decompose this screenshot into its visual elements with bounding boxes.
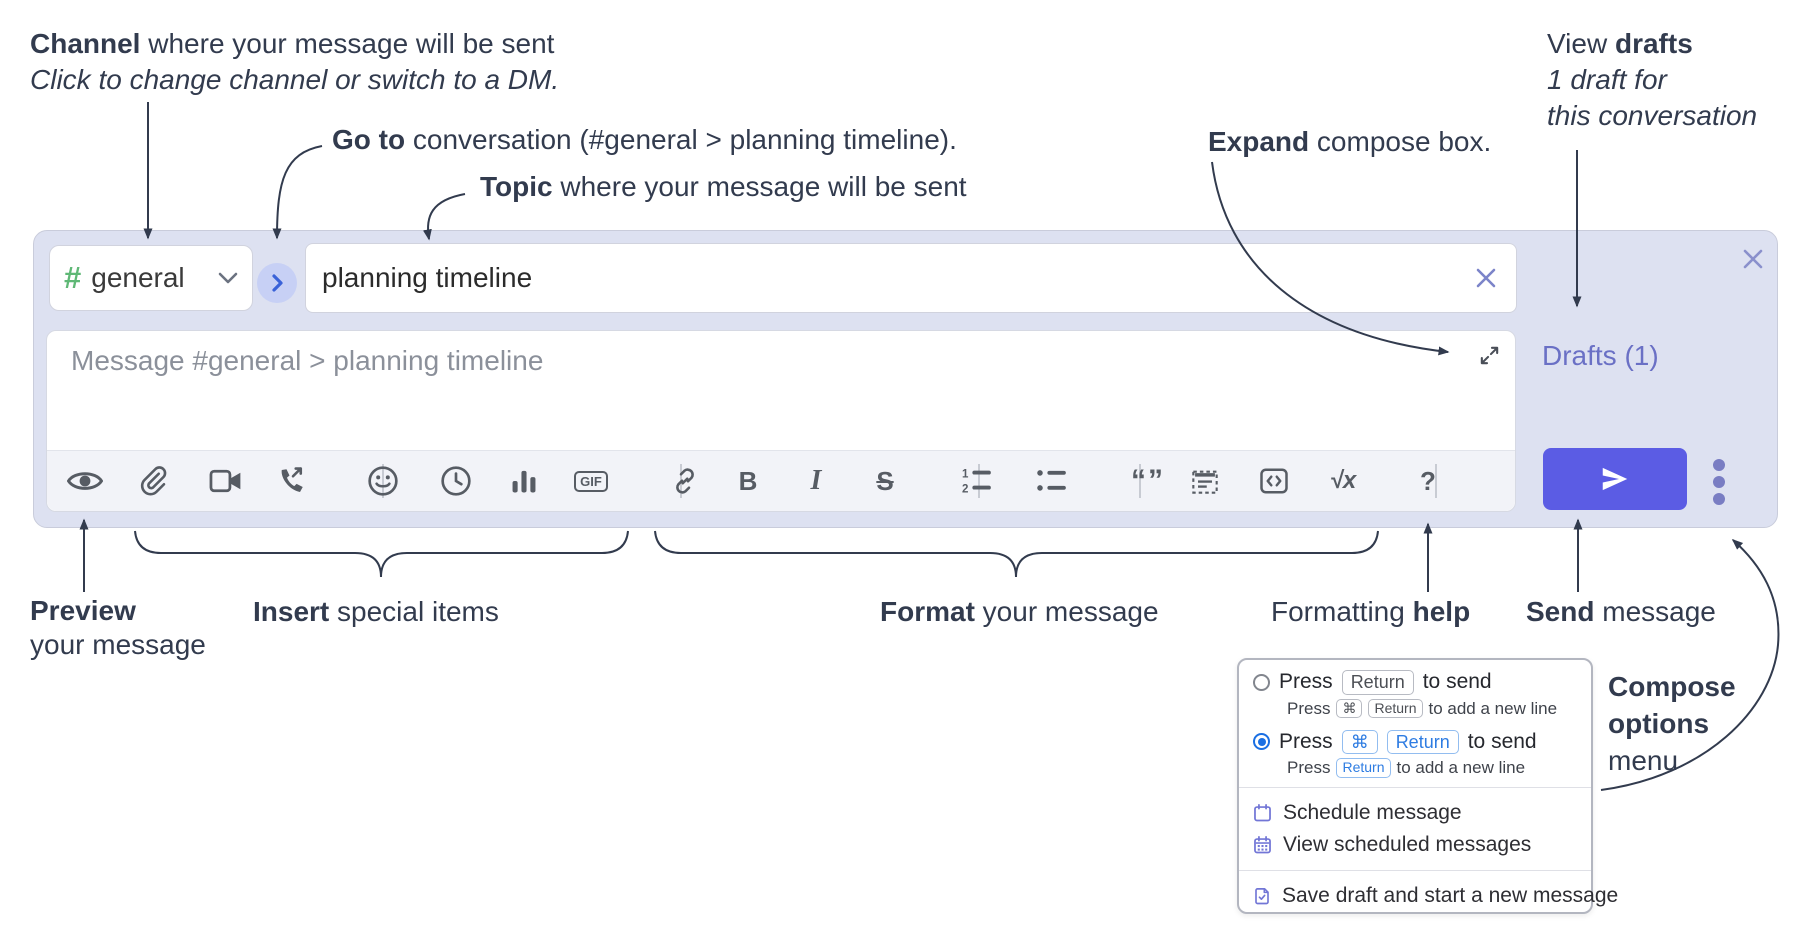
- draft-document-icon: [1253, 886, 1271, 906]
- channel-name: general: [91, 262, 185, 293]
- start-video-call-icon[interactable]: [208, 463, 244, 499]
- toolbar-divider: [978, 464, 980, 498]
- expand-compose-icon[interactable]: [1478, 344, 1501, 372]
- close-icon: [1743, 249, 1763, 269]
- link-icon[interactable]: [667, 463, 703, 499]
- drafts-link[interactable]: Drafts (1): [1542, 340, 1659, 371]
- annotation-preview: Preview your message: [30, 595, 206, 660]
- channel-selector[interactable]: # general: [49, 245, 253, 311]
- close-icon: [1476, 268, 1496, 288]
- annotation-formatting-help: Formatting help: [1271, 596, 1471, 627]
- popup-divider: [1239, 787, 1591, 788]
- annotation-compose-options: Compose options menu: [1608, 671, 1736, 776]
- close-compose-button[interactable]: [1738, 244, 1768, 279]
- save-draft-item[interactable]: Save draft and start a new message: [1253, 880, 1618, 912]
- message-placeholder: Message #general > planning timeline: [71, 345, 544, 376]
- compose-send-options-popup: Press Return to send Press ⌘ Return to a…: [1237, 658, 1618, 914]
- preview-icon[interactable]: [67, 463, 103, 499]
- add-poll-icon[interactable]: [506, 463, 542, 499]
- chevron-right-icon: [272, 274, 283, 292]
- spoiler-icon[interactable]: [1187, 463, 1223, 499]
- strikethrough-icon[interactable]: S: [876, 465, 894, 496]
- message-compose-area[interactable]: Message #general > planning timeline: [46, 330, 1516, 512]
- add-global-time-icon[interactable]: [438, 463, 474, 499]
- svg-text:2: 2: [962, 484, 968, 495]
- start-voice-call-icon[interactable]: [273, 463, 309, 499]
- view-scheduled-messages-item[interactable]: View scheduled messages: [1253, 829, 1577, 861]
- bulleted-list-icon[interactable]: [1034, 463, 1070, 499]
- annotation-goto: Go to conversation (#general > planning …: [332, 124, 957, 155]
- quote-icon[interactable]: “”: [1131, 464, 1165, 497]
- toolbar-divider: [1435, 464, 1437, 498]
- toolbar-divider: [1139, 464, 1141, 498]
- annotation-insert: Insert special items: [253, 596, 499, 627]
- add-emoji-icon[interactable]: [365, 463, 401, 499]
- annotation-channel: Channel where your message will be sent …: [30, 28, 560, 95]
- clear-topic-button[interactable]: [1472, 264, 1500, 292]
- annotation-topic: Topic where your message will be sent: [480, 171, 967, 202]
- italic-icon[interactable]: I: [810, 465, 822, 496]
- popup-divider: [1239, 870, 1591, 871]
- topic-value: planning timeline: [322, 262, 533, 293]
- enter-sends-option[interactable]: Press Return to send: [1253, 670, 1577, 695]
- radio-unchecked-icon[interactable]: [1253, 673, 1270, 691]
- formatting-help-icon[interactable]: ?: [1420, 465, 1436, 496]
- compose-options-menu-button[interactable]: [1713, 459, 1725, 505]
- svg-text:1: 1: [962, 469, 969, 481]
- annotation-format: Format your message: [880, 596, 1159, 627]
- annotation-send: Send message: [1526, 596, 1716, 627]
- go-to-conversation-button[interactable]: [257, 263, 297, 303]
- topic-input[interactable]: planning timeline: [305, 243, 1517, 313]
- cmd-enter-sends-option[interactable]: Press ⌘ Return to send: [1253, 729, 1577, 754]
- attach-file-icon[interactable]: [136, 463, 172, 499]
- math-icon[interactable]: √x: [1329, 467, 1357, 494]
- schedule-message-item[interactable]: Schedule message: [1253, 797, 1577, 829]
- send-button[interactable]: [1543, 448, 1687, 510]
- calendar-icon: [1253, 803, 1272, 823]
- calendar-grid-icon: [1253, 835, 1272, 855]
- bold-icon[interactable]: B: [738, 465, 758, 496]
- enter-sends-option-hint: Press ⌘ Return to add a new line: [1287, 698, 1558, 719]
- channel-hash-icon: #: [64, 260, 82, 295]
- chevron-down-icon: [218, 271, 238, 285]
- cmd-enter-sends-option-hint: Press Return to add a new line: [1287, 758, 1526, 778]
- toolbar-divider: [382, 464, 384, 498]
- code-icon[interactable]: [1256, 463, 1292, 499]
- annotation-expand: Expand compose box.: [1208, 126, 1492, 157]
- annotation-view-drafts: View drafts 1 draft for this conversatio…: [1547, 28, 1758, 131]
- add-gif-icon[interactable]: GIF: [573, 463, 609, 499]
- send-plane-icon: [1602, 467, 1628, 491]
- radio-checked-icon[interactable]: [1253, 733, 1270, 751]
